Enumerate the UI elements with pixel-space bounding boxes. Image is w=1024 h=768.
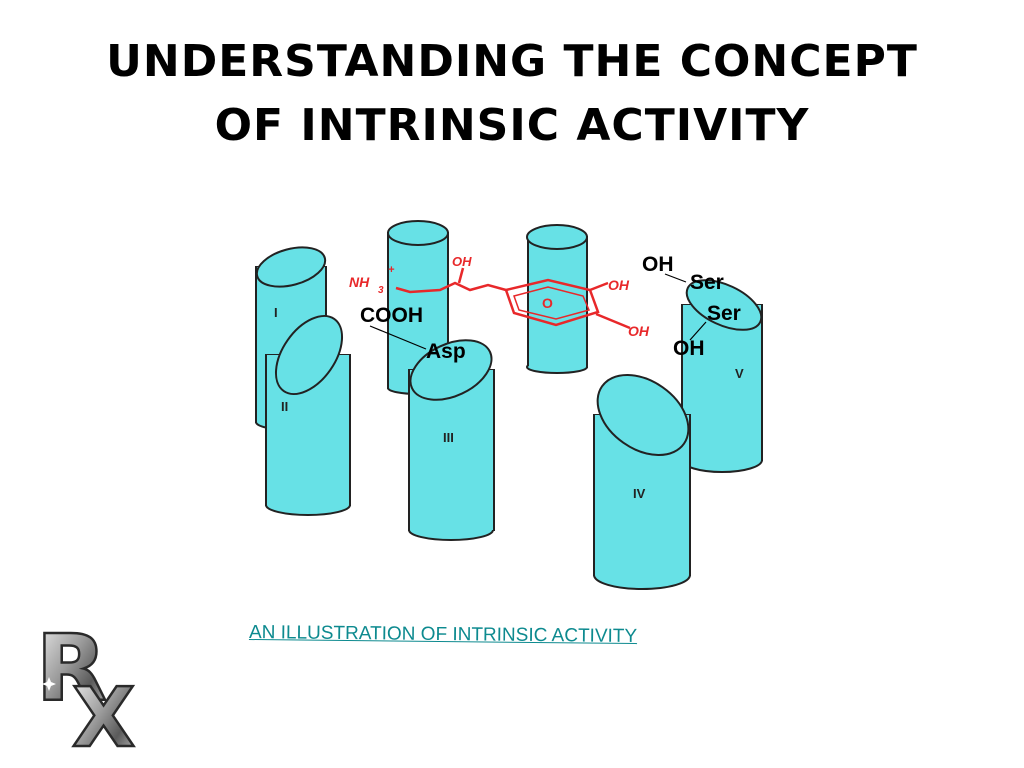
rx-logo: R X <box>35 622 137 752</box>
cooh-label: COOH <box>360 304 423 327</box>
ligand-molecule <box>395 267 631 330</box>
rx-logo-r: R <box>36 622 107 722</box>
helix-V: V <box>681 279 763 473</box>
oh-chain-label: OH <box>452 254 472 269</box>
ser1-label: Ser <box>690 271 724 294</box>
slide-title: UNDERSTANDING THE CONCEPT OF INTRINSIC A… <box>0 30 1024 158</box>
oh-ser1-label: OH <box>642 253 674 276</box>
helix-back-right <box>526 224 588 374</box>
title-line-2: OF INTRINSIC ACTIVITY <box>214 100 810 151</box>
asp-label: Asp <box>426 340 466 363</box>
nh3-sup-label: + <box>388 264 395 276</box>
oh-ring-lower-label: OH <box>628 323 650 339</box>
helix-II: II <box>265 314 351 516</box>
oh-ring-upper-label: OH <box>608 277 630 293</box>
ring-oxygen-label: O <box>542 295 553 311</box>
helix-IV: IV <box>593 374 691 590</box>
helix-IV-label: IV <box>633 486 646 501</box>
caption-link[interactable]: AN ILLUSTRATION OF INTRINSIC ACTIVITY <box>248 622 638 648</box>
oh-ser2-label: OH <box>673 337 705 360</box>
helix-I-label: I <box>274 305 278 320</box>
ser2-label: Ser <box>707 302 741 325</box>
helix-III-label: III <box>443 430 454 445</box>
title-line-1: UNDERSTANDING THE CONCEPT <box>106 36 918 87</box>
sparkle-icon <box>42 677 56 691</box>
helix-II-label: II <box>281 399 288 414</box>
nh3-label: NH <box>349 274 370 290</box>
nh3-sub-label: 3 <box>378 285 384 296</box>
rx-logo-x: X <box>72 671 135 752</box>
helix-III: III <box>408 339 495 541</box>
helix-V-label: V <box>735 366 744 381</box>
